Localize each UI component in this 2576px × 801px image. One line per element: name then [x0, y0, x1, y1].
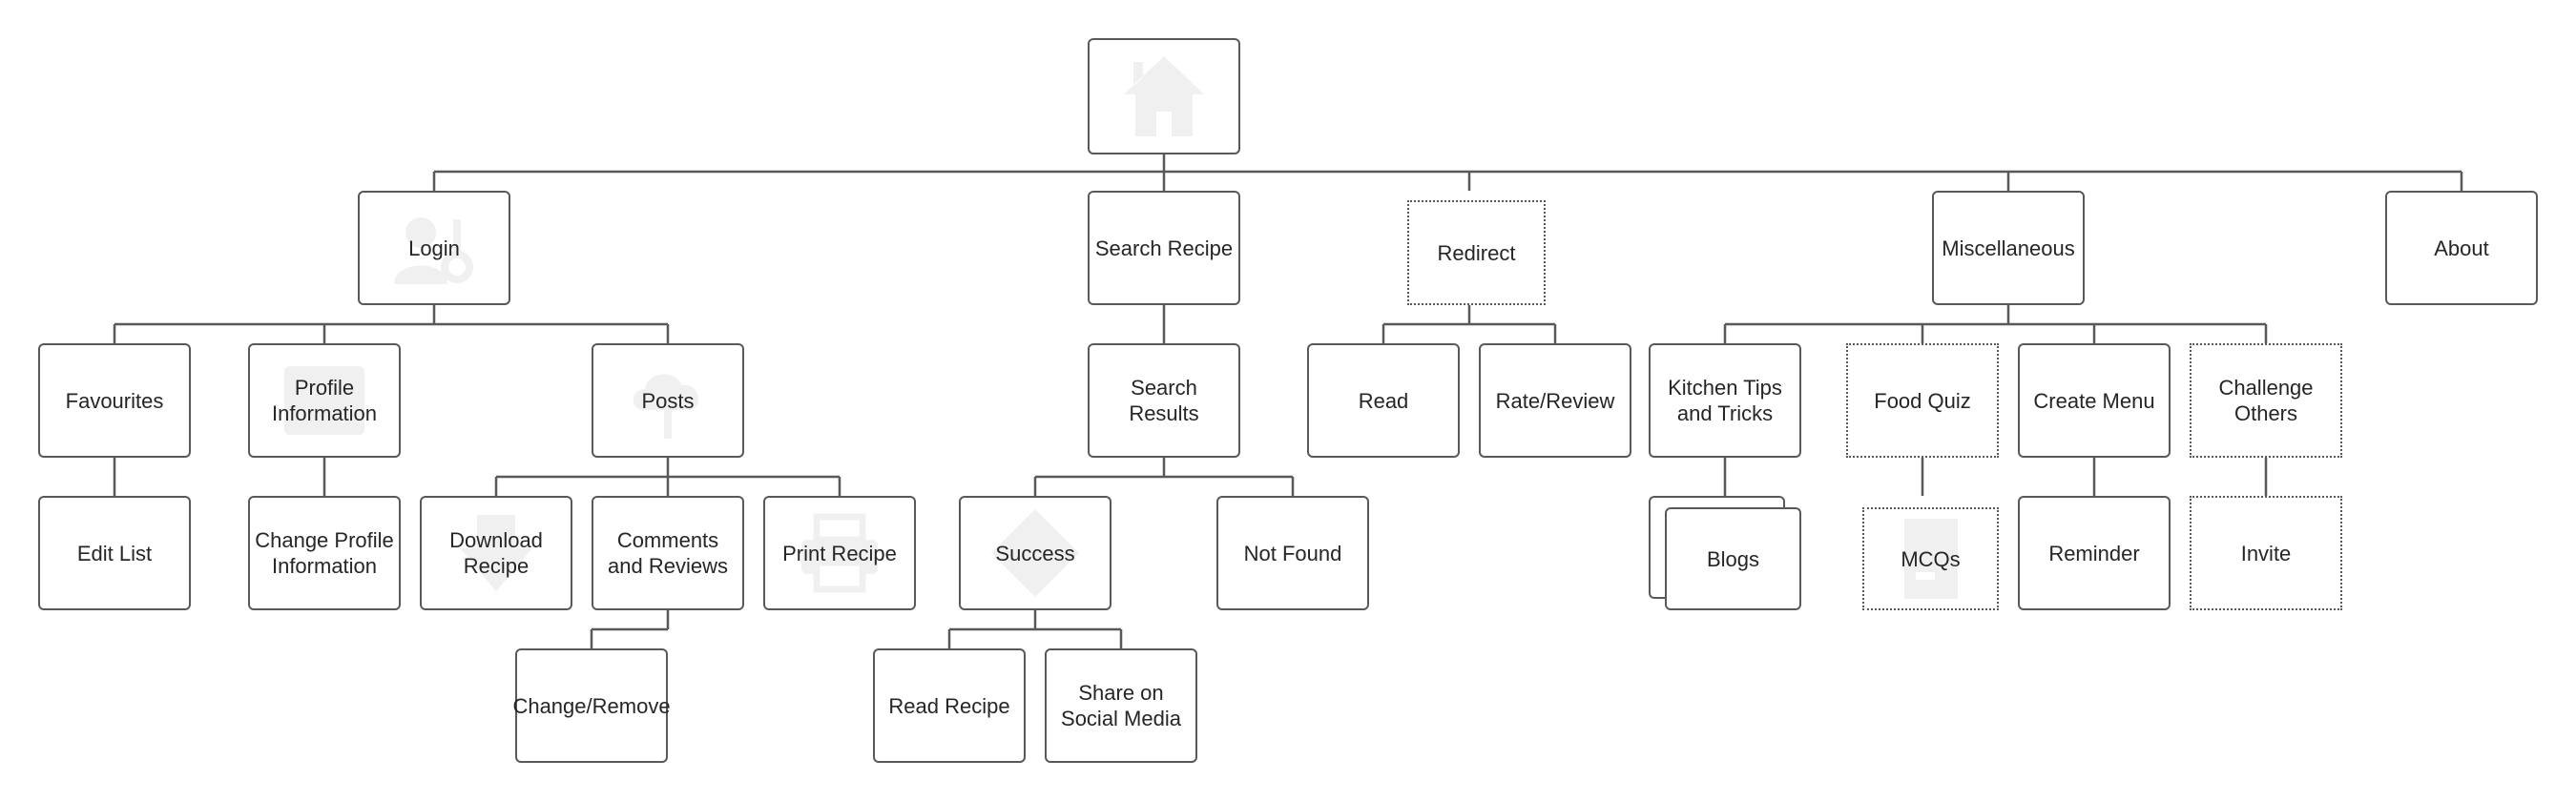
change-profile-information-label: Change Profile Information — [255, 528, 394, 578]
diamond-icon — [961, 498, 1110, 608]
rate-review-label: Rate/Review — [1495, 388, 1615, 413]
change-remove-node[interactable]: Change/Remove — [512, 648, 671, 763]
read-node[interactable]: Read — [1307, 343, 1460, 458]
login-label: Login — [408, 236, 460, 260]
print-recipe-label: Print Recipe — [782, 541, 897, 565]
not-found-label: Not Found — [1243, 541, 1342, 565]
posts-label: Posts — [641, 388, 695, 413]
cloud-upload-icon — [593, 345, 742, 456]
read-label: Read — [1358, 388, 1409, 413]
download-recipe-label: Download Recipe — [449, 528, 543, 578]
create-menu-label: Create Menu — [2033, 388, 2155, 413]
profile-information-node[interactable]: Profile Information — [248, 343, 401, 458]
edit-list-node[interactable]: Edit List — [38, 496, 191, 610]
home-icon — [1090, 40, 1238, 153]
kitchen-tips-node[interactable]: Kitchen Tips and Tricks — [1649, 343, 1801, 458]
about-node[interactable]: About — [2385, 191, 2538, 305]
redirect-label: Redirect — [1437, 240, 1516, 265]
print-recipe-node[interactable]: Print Recipe — [763, 496, 916, 610]
read-recipe-node[interactable]: Read Recipe — [873, 648, 1026, 763]
favourites-label: Favourites — [65, 388, 164, 413]
miscellaneous-label: Miscellaneous — [1942, 236, 2075, 260]
success-label: Success — [995, 541, 1075, 565]
printer-icon — [765, 498, 914, 608]
kitchen-tips-label: Kitchen Tips and Tricks — [1668, 376, 1782, 425]
mcqs-label: MCQs — [1901, 546, 1961, 571]
challenge-others-label: Challenge Others — [2218, 376, 2314, 425]
favourites-node[interactable]: Favourites — [38, 343, 191, 458]
change-remove-label: Change/Remove — [512, 693, 671, 718]
search-results-label: Search Results — [1129, 376, 1199, 425]
rate-review-node[interactable]: Rate/Review — [1479, 343, 1631, 458]
reminder-node[interactable]: Reminder — [2018, 496, 2171, 610]
read-recipe-label: Read Recipe — [888, 693, 1010, 718]
reminder-label: Reminder — [2048, 541, 2140, 565]
search-recipe-label: Search Recipe — [1094, 236, 1234, 260]
search-results-node[interactable]: Search Results — [1088, 343, 1240, 458]
not-found-node[interactable]: Not Found — [1216, 496, 1369, 610]
create-menu-node[interactable]: Create Menu — [2018, 343, 2171, 458]
profile-information-label: Profile Information — [271, 376, 378, 425]
comments-and-reviews-label: Comments and Reviews — [608, 528, 728, 578]
challenge-others-node[interactable]: Challenge Others — [2190, 343, 2342, 458]
search-recipe-node[interactable]: Search Recipe — [1088, 191, 1240, 305]
invite-node[interactable]: Invite — [2190, 496, 2342, 610]
food-quiz-node[interactable]: Food Quiz — [1846, 343, 1999, 458]
edit-list-label: Edit List — [76, 541, 153, 565]
user-key-icon — [360, 193, 509, 303]
posts-node[interactable]: Posts — [592, 343, 744, 458]
miscellaneous-node[interactable]: Miscellaneous — [1932, 191, 2085, 305]
home-node[interactable] — [1088, 38, 1240, 154]
change-profile-information-node[interactable]: Change Profile Information — [248, 496, 401, 610]
food-quiz-label: Food Quiz — [1874, 388, 1971, 413]
login-node[interactable]: Login — [358, 191, 510, 305]
invite-label: Invite — [2240, 541, 2292, 565]
success-node[interactable]: Success — [959, 496, 1111, 610]
comments-and-reviews-node[interactable]: Comments and Reviews — [592, 496, 744, 610]
blogs-node[interactable]: Blogs — [1665, 507, 1801, 610]
document-icon — [1864, 509, 1997, 608]
id-card-icon — [250, 345, 399, 456]
mcqs-node[interactable]: MCQs — [1848, 498, 1999, 610]
share-on-social-media-node[interactable]: Share on Social Media — [1045, 648, 1197, 763]
download-recipe-node[interactable]: Download Recipe — [420, 496, 572, 610]
download-icon — [422, 498, 571, 608]
blogs-label: Blogs — [1706, 546, 1760, 571]
about-label: About — [2434, 236, 2489, 260]
redirect-node[interactable]: Redirect — [1393, 191, 1546, 305]
share-on-social-media-label: Share on Social Media — [1061, 681, 1181, 730]
